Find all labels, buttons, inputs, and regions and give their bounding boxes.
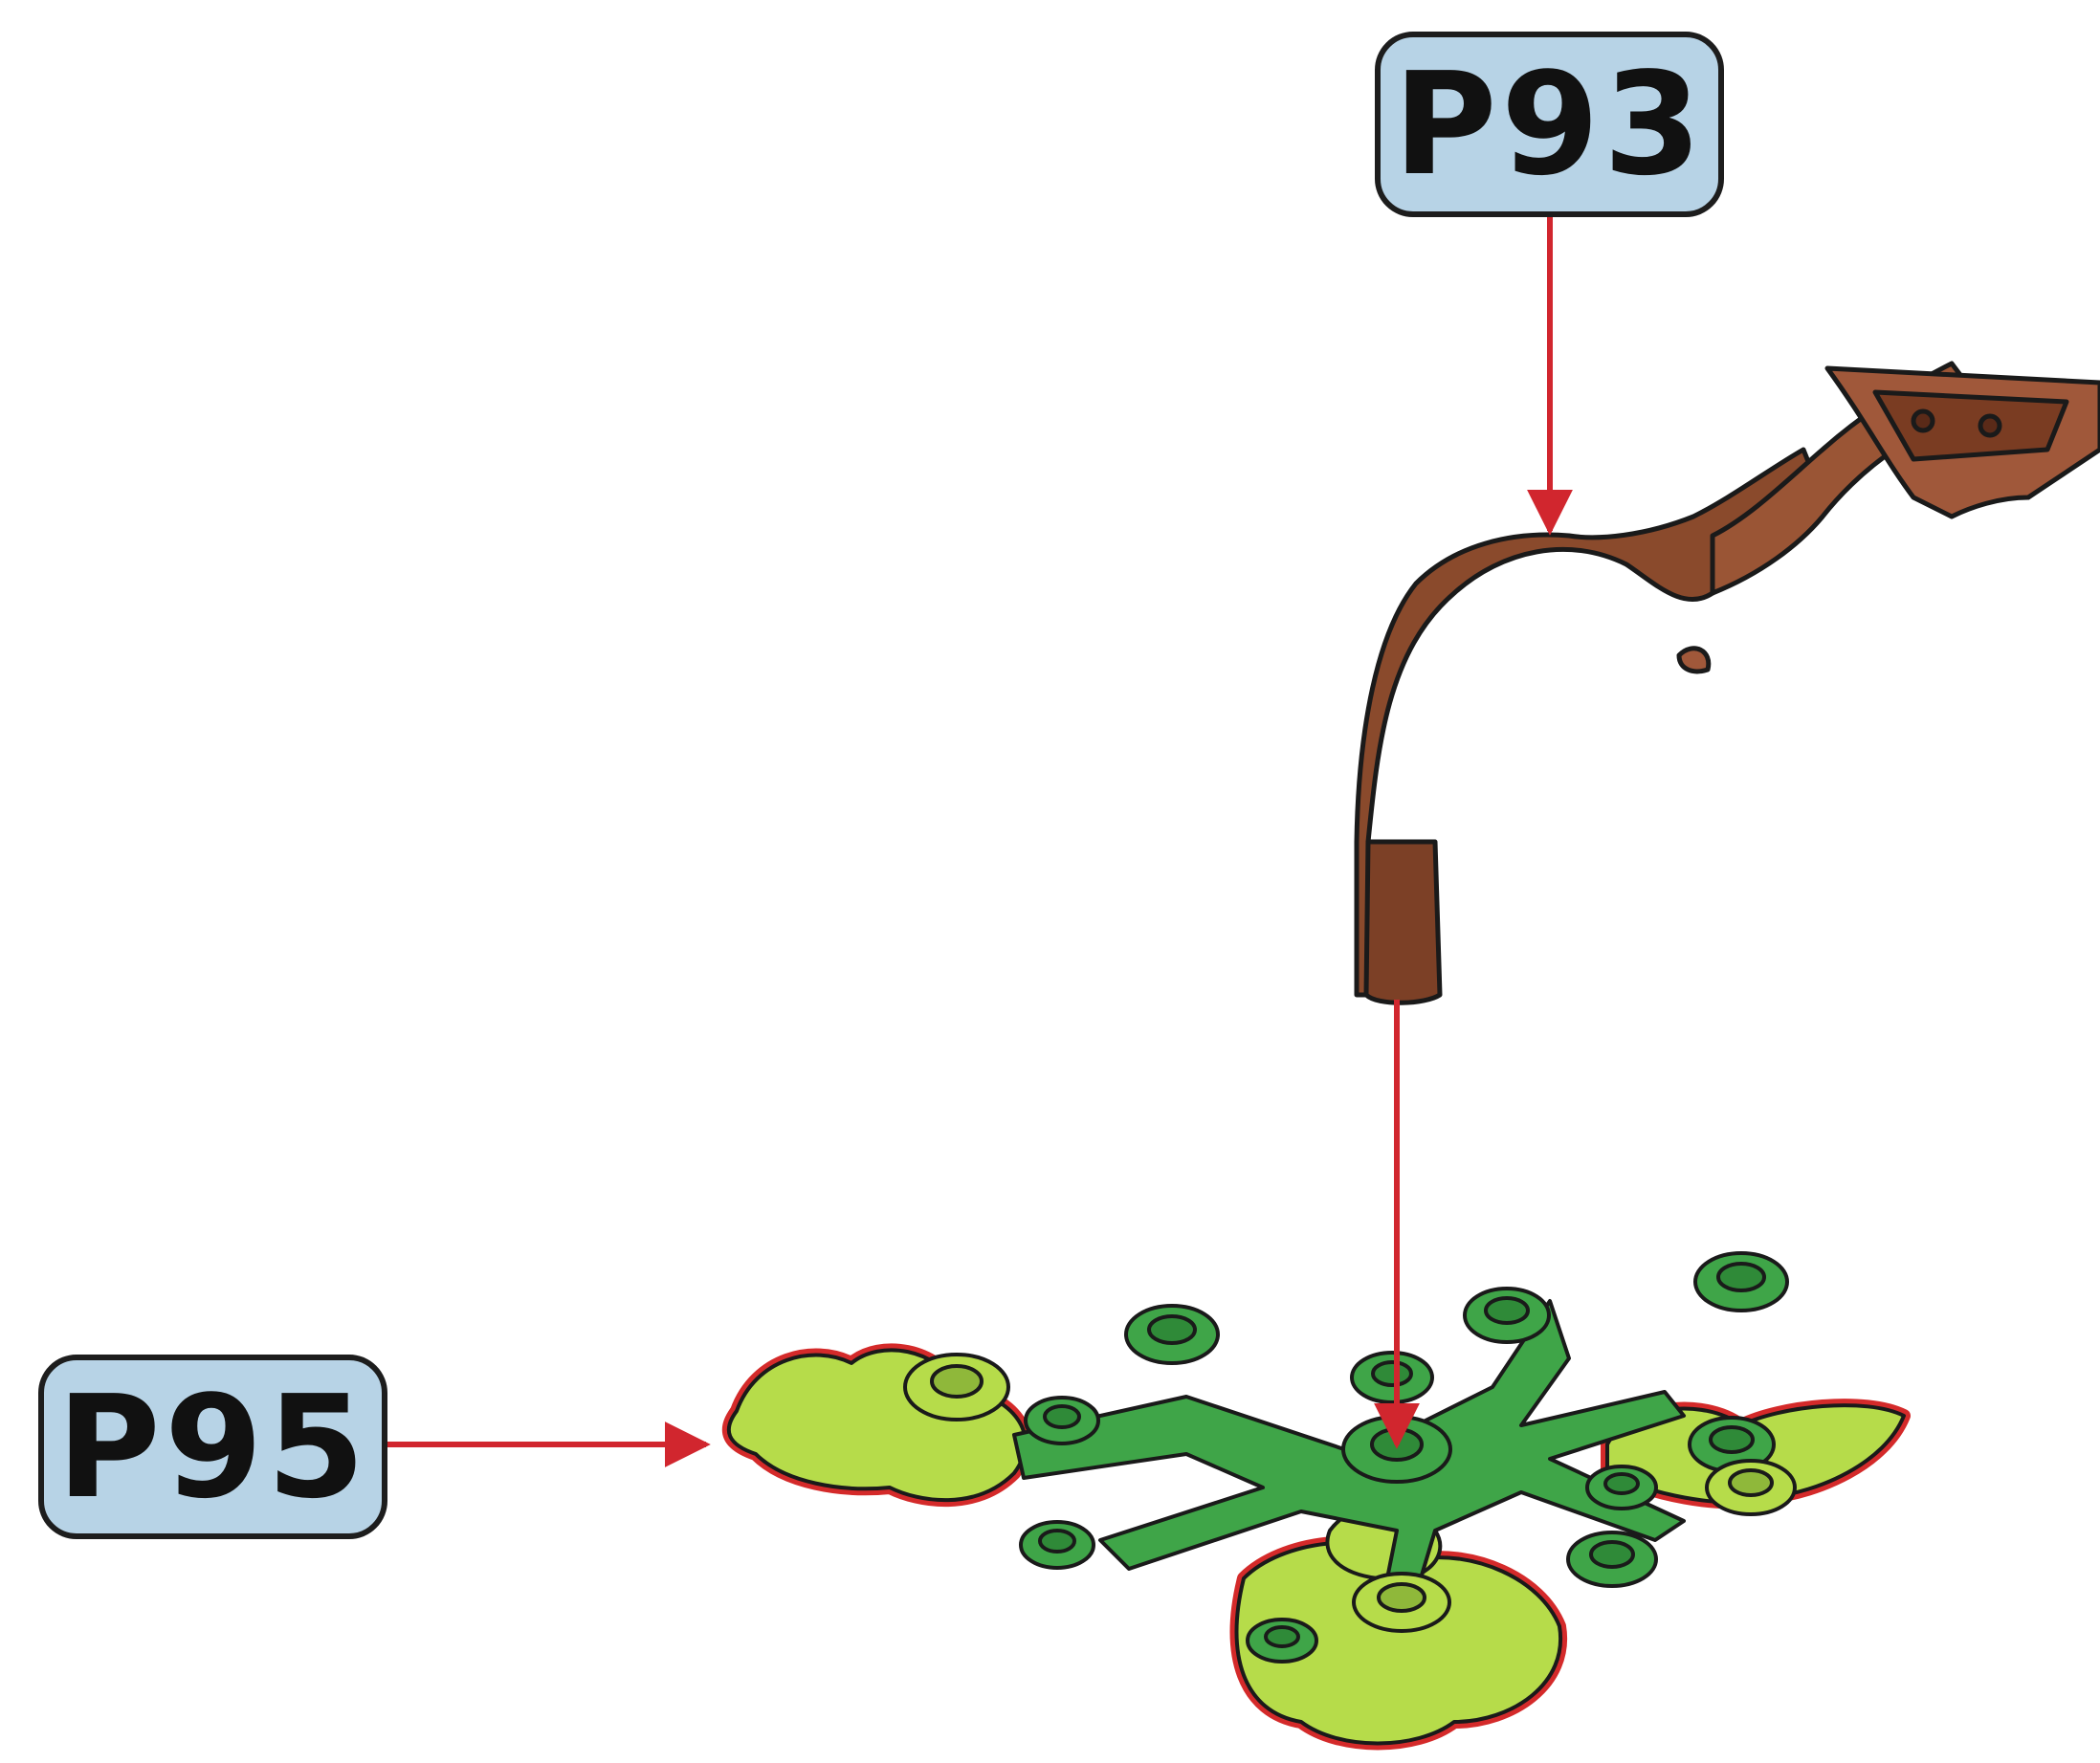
trunk-knot xyxy=(1676,646,1712,674)
stud xyxy=(1024,1396,1100,1445)
part-label-p93: P93 xyxy=(1375,32,1724,217)
foliage-part xyxy=(721,1251,1911,1751)
stud xyxy=(1693,1251,1789,1312)
stud xyxy=(1246,1618,1318,1664)
stud xyxy=(1352,1572,1451,1633)
stud xyxy=(1019,1520,1095,1570)
stud xyxy=(1350,1351,1434,1404)
stud xyxy=(1566,1531,1658,1588)
foliage-studs xyxy=(903,1251,1797,1664)
stud xyxy=(1705,1459,1797,1516)
trunk-part xyxy=(1354,361,2100,1005)
trunk-cap-hole xyxy=(1911,408,1935,433)
stud xyxy=(903,1353,1010,1421)
trunk-cap-hole xyxy=(1978,413,2002,438)
stud xyxy=(1463,1287,1551,1344)
foliage-leaves xyxy=(726,1348,1906,1746)
trunk-base xyxy=(1363,839,1443,1005)
part-label-p95: P95 xyxy=(38,1355,387,1539)
stud xyxy=(1585,1465,1658,1510)
stud xyxy=(1124,1304,1220,1365)
assembly-arrows xyxy=(387,217,1573,1467)
